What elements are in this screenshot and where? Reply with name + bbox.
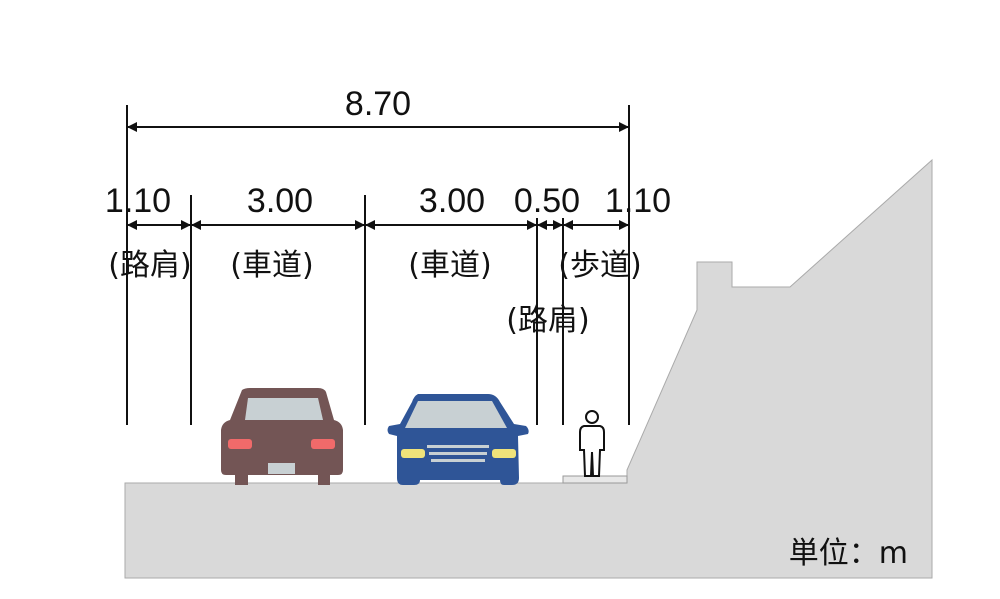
segment-width: 3.00 xyxy=(247,182,313,220)
unit-label: 単位：m xyxy=(789,536,908,571)
segment-label: (車道) xyxy=(230,248,313,283)
segment-label: (歩道) xyxy=(558,248,641,283)
segment-label: (路肩) xyxy=(108,248,191,283)
sidewalk-slab xyxy=(562,475,628,484)
ground-embankment xyxy=(124,158,933,579)
segment-width: 1.10 xyxy=(605,182,671,220)
segment-label: (車道) xyxy=(408,248,491,283)
total-width-label: 8.70 xyxy=(345,85,411,123)
car-front-view-icon xyxy=(387,394,529,485)
segment-label: (路肩) xyxy=(506,303,589,338)
pedestrian-icon xyxy=(579,410,605,477)
segment-width: 1.10 xyxy=(105,182,171,220)
segment-width: 3.00 xyxy=(419,182,485,220)
car-rear-view-icon xyxy=(221,388,343,485)
segment-width: 0.50 xyxy=(514,182,580,220)
